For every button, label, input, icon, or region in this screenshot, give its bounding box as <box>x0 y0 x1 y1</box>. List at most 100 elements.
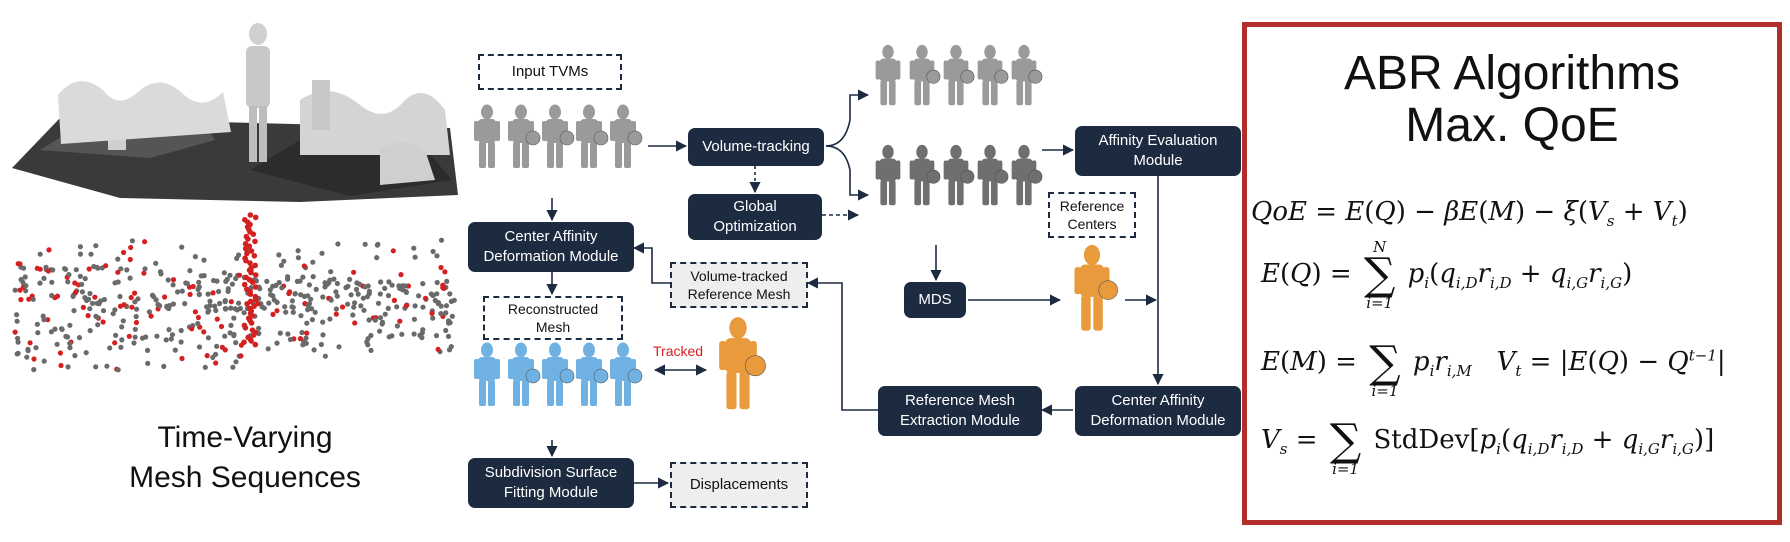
cloud-point <box>308 296 314 302</box>
cloud-point <box>252 284 259 290</box>
cloud-point <box>255 301 261 307</box>
cloud-point <box>233 275 239 282</box>
center-affinity-right-box: Center Affinity Deformation Module <box>1075 386 1241 436</box>
cloud-point <box>155 302 161 308</box>
cloud-point <box>196 344 203 350</box>
cloud-point <box>198 273 204 279</box>
cloud-point <box>411 331 417 337</box>
cloud-point <box>154 333 160 339</box>
cloud-point <box>228 322 234 328</box>
cloud-point <box>351 269 357 275</box>
cloud-point <box>214 343 220 349</box>
cloud-point <box>353 286 360 292</box>
cloud-point <box>65 279 71 285</box>
cloud-point <box>118 266 124 272</box>
cloud-point <box>445 333 452 339</box>
cloud-point <box>287 336 293 343</box>
cloud-point <box>335 241 341 247</box>
cloud-point <box>382 311 388 317</box>
cloud-point <box>386 279 392 285</box>
cloud-point <box>250 332 257 338</box>
cloud-point <box>94 314 100 320</box>
cloud-point <box>366 317 372 323</box>
cloud-point <box>119 324 125 330</box>
cloud-point <box>92 294 98 300</box>
cloud-point <box>142 239 148 245</box>
reconstructed-mesh-line2: Mesh <box>535 319 571 335</box>
cloud-point <box>278 262 284 268</box>
cloud-point <box>449 313 455 319</box>
cloud-point <box>18 297 24 303</box>
cloud-point <box>133 319 140 326</box>
cloud-point <box>217 300 223 307</box>
cloud-point <box>398 272 404 278</box>
cloud-point <box>216 288 222 295</box>
cloud-point <box>386 334 392 340</box>
mesh-figure <box>542 104 575 168</box>
cloud-point <box>243 257 249 264</box>
cloud-point <box>134 306 140 312</box>
cloud-point <box>49 279 55 285</box>
cloud-point <box>241 310 247 316</box>
cloud-point <box>37 251 43 257</box>
displacements-label: Displacements <box>689 476 789 493</box>
abr-title-line2: Max. QoE <box>1405 99 1619 152</box>
cloud-point <box>79 281 85 287</box>
cloud-point <box>59 326 65 332</box>
cloud-point <box>416 293 422 299</box>
cloud-point <box>322 353 328 359</box>
cloud-point <box>276 279 282 286</box>
cloud-point <box>300 274 306 280</box>
cloud-point <box>394 304 400 310</box>
cloud-point <box>281 258 287 264</box>
cloud-point <box>82 276 88 282</box>
cloud-point <box>389 282 395 288</box>
cloud-point <box>129 304 135 310</box>
cloud-point <box>163 337 169 343</box>
cloud-point <box>438 264 444 271</box>
pipeline-connectors <box>474 44 1164 489</box>
cloud-point <box>210 354 216 360</box>
cloud-point <box>112 340 118 346</box>
cloud-point <box>115 367 121 373</box>
cloud-point <box>328 269 334 275</box>
cloud-point <box>230 364 236 370</box>
affinity-evaluation-line2: Module <box>1133 152 1183 169</box>
cloud-point <box>265 346 271 352</box>
cloud-point <box>443 310 449 316</box>
cloud-point <box>166 305 172 312</box>
cloud-point <box>182 301 188 307</box>
cloud-point <box>374 255 380 261</box>
cloud-point <box>50 267 56 273</box>
cloud-point <box>76 335 83 341</box>
cloud-point <box>54 341 60 347</box>
cloud-point <box>327 316 333 322</box>
cloud-point <box>132 334 138 340</box>
cloud-point <box>228 305 234 311</box>
cloud-point <box>304 320 310 326</box>
cloud-point <box>411 245 417 251</box>
cloud-point <box>20 279 26 285</box>
cloud-point <box>41 358 47 364</box>
cloud-point <box>264 278 270 284</box>
cloud-point <box>364 294 371 300</box>
cloud-point <box>15 339 21 345</box>
cloud-point <box>41 317 47 323</box>
cloud-point <box>58 362 64 369</box>
volume-tracked-reference-line1: Volume-tracked <box>690 268 788 284</box>
cloud-point <box>41 275 47 281</box>
cloud-point <box>23 288 29 294</box>
cloud-point <box>31 356 37 362</box>
cloud-point <box>189 326 195 332</box>
cloud-point <box>267 287 273 293</box>
cloud-point <box>187 268 193 274</box>
mesh-figure <box>610 104 643 168</box>
cloud-point <box>117 293 123 300</box>
cloud-point <box>205 335 211 341</box>
cloud-point <box>222 299 228 305</box>
cloud-point <box>419 335 425 341</box>
cloud-point <box>201 257 207 263</box>
eq-expected-quality: E(Q) = N∑i=1 pi(qi,Dri,D + qi,Gri,G) <box>1261 238 1633 312</box>
cloud-point <box>352 320 358 326</box>
cloud-point <box>385 305 391 311</box>
